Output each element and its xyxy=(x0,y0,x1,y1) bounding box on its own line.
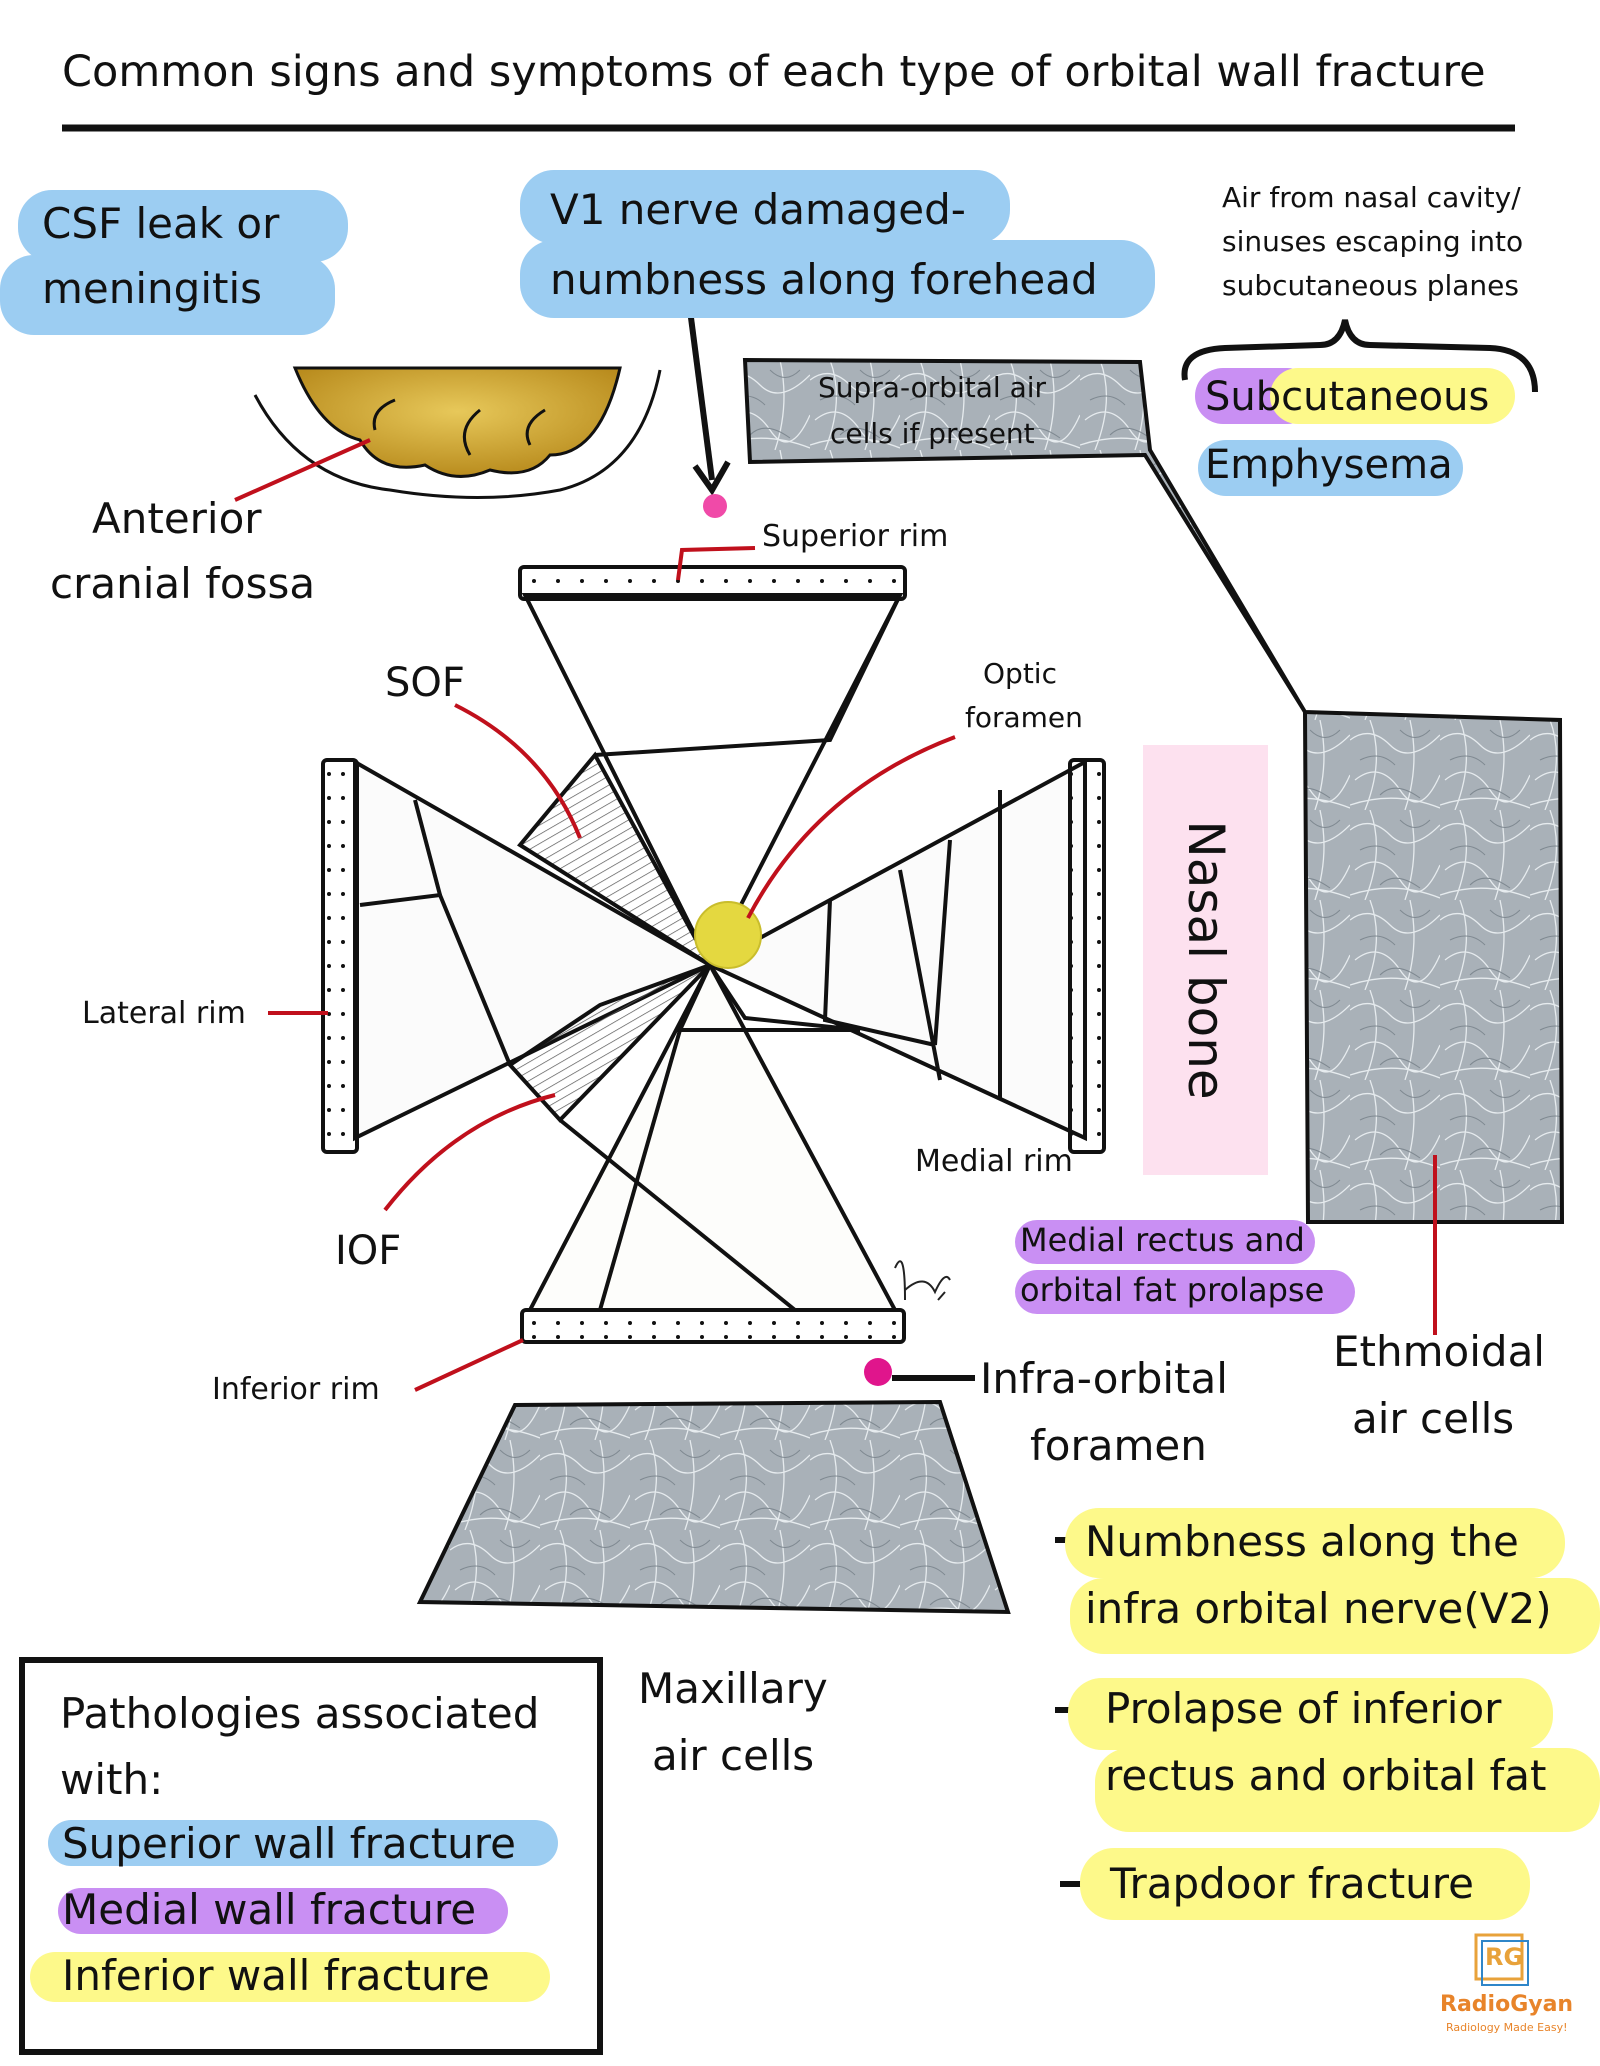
mr-label-line2: orbital fat prolapse xyxy=(1020,1271,1325,1309)
supraorbital-ethmoid-shape xyxy=(742,357,1565,1224)
legend-medial-highlight xyxy=(58,1888,508,1934)
medial-rim-label: Medial rim xyxy=(915,1144,1073,1179)
legend-heading-line1: Pathologies associated xyxy=(60,1689,540,1738)
legend-inferior: Inferior wall fracture xyxy=(62,1951,490,2000)
v2-highlight-1 xyxy=(1065,1508,1565,1578)
superior-rim-label: Superior rim xyxy=(762,519,949,554)
infra-label-line2: foramen xyxy=(1030,1421,1207,1470)
nasal-bone-box xyxy=(1143,745,1268,1175)
inferior-rim xyxy=(520,1308,906,1344)
csf-label-line1: CSF leak or xyxy=(42,199,280,248)
v1-label-line1: V1 nerve damaged- xyxy=(550,185,966,234)
iof-label: IOF xyxy=(335,1228,402,1274)
logo-name: RadioGyan xyxy=(1440,1992,1574,2017)
csf-label-line2: meningitis xyxy=(42,264,263,313)
ethmoid-label-line2: air cells xyxy=(1352,1394,1515,1443)
legend-superior-highlight xyxy=(48,1820,558,1866)
mr-highlight-1 xyxy=(1015,1220,1315,1264)
medial-rim xyxy=(1068,758,1106,1154)
optic-pointer xyxy=(746,735,956,919)
ethmoid-label-line1: Ethmoidal xyxy=(1333,1327,1545,1376)
v1-highlight-2 xyxy=(520,240,1155,318)
radiogyan-logo-mark xyxy=(1474,1933,1529,1986)
supraorbital-foramen xyxy=(703,494,727,518)
trapdoor-label: Trapdoor fracture xyxy=(1110,1859,1474,1908)
legend-box xyxy=(19,1657,603,2055)
legend-medial: Medial wall fracture xyxy=(62,1885,477,1934)
prolapse-highlight-2 xyxy=(1095,1748,1600,1832)
csf-highlight-1 xyxy=(18,190,348,262)
lateral-rim xyxy=(321,758,359,1154)
subcut-highlight-yellow xyxy=(1270,368,1515,424)
air-label-line2: sinuses escaping into xyxy=(1222,225,1524,258)
infra-label-line1: Infra-orbital xyxy=(980,1354,1228,1403)
sof-label: SOF xyxy=(385,660,465,706)
page-title: Common signs and symptoms of each type o… xyxy=(62,47,1486,97)
legend-superior: Superior wall fracture xyxy=(62,1819,516,1868)
iof-pointer xyxy=(383,1093,556,1212)
acf-pointer xyxy=(234,438,371,502)
optic-label-line2: foramen xyxy=(965,701,1083,734)
mr-highlight-2 xyxy=(1015,1270,1355,1314)
sof-pointer xyxy=(454,703,582,839)
v2-highlight-2 xyxy=(1070,1578,1600,1654)
maxillary-air-cells-shape xyxy=(416,1399,1011,1615)
subcut-label-line2: Emphysema xyxy=(1205,442,1453,488)
infraorbital-foramen xyxy=(864,1358,892,1386)
curly-brace xyxy=(1181,319,1538,393)
maxillary-label-line1: Maxillary xyxy=(638,1664,828,1713)
acf-label-line1: Anterior xyxy=(92,494,262,543)
signature-scribble xyxy=(894,1260,951,1301)
trapdoor-highlight xyxy=(1080,1848,1530,1920)
maxillary-label-line2: air cells xyxy=(652,1731,815,1780)
superior-rim xyxy=(518,565,907,601)
v1-label-line2: numbness along forehead xyxy=(550,255,1098,304)
v2-label-line1: Numbness along the xyxy=(1085,1517,1519,1566)
optic-label-line1: Optic xyxy=(983,657,1057,690)
air-label-line1: Air from nasal cavity/ xyxy=(1222,181,1521,214)
optic-foramen xyxy=(694,901,762,969)
subcut-label-line1: Subcutaneous xyxy=(1205,374,1490,420)
legend-heading-line2: with: xyxy=(60,1755,164,1804)
acf-label-line2: cranial fossa xyxy=(50,559,316,608)
prolapse-label-line1: Prolapse of inferior xyxy=(1105,1684,1502,1733)
emphysema-highlight xyxy=(1198,440,1463,496)
supra-label-line1: Supra-orbital air xyxy=(818,371,1047,404)
inferior-rim-label: Inferior rim xyxy=(212,1372,380,1407)
superior-rim-pointer xyxy=(676,546,756,581)
v2-label-line2: infra orbital nerve(V2) xyxy=(1085,1584,1552,1633)
v1-arrow xyxy=(687,309,731,496)
inferior-rim-pointer xyxy=(414,1338,524,1392)
logo-mark-text: RG xyxy=(1485,1943,1524,1971)
csf-highlight-2 xyxy=(0,255,335,335)
nasal-bone-label: Nasal bone xyxy=(1176,820,1235,1100)
logo-tagline: Radiology Made Easy! xyxy=(1446,2021,1568,2034)
prolapse-highlight-1 xyxy=(1068,1678,1553,1750)
v1-highlight-1 xyxy=(520,170,1010,244)
lateral-rim-label: Lateral rim xyxy=(82,996,246,1031)
legend-inferior-highlight xyxy=(30,1952,550,2002)
mr-label-line1: Medial rectus and xyxy=(1020,1221,1305,1259)
orbit-core xyxy=(353,593,1087,1312)
supra-label-line2: cells if present xyxy=(830,417,1035,450)
prolapse-label-line2: rectus and orbital fat xyxy=(1105,1751,1547,1800)
air-label-line3: subcutaneous planes xyxy=(1222,269,1519,302)
anterior-cranial-fossa-drawing xyxy=(253,366,662,499)
